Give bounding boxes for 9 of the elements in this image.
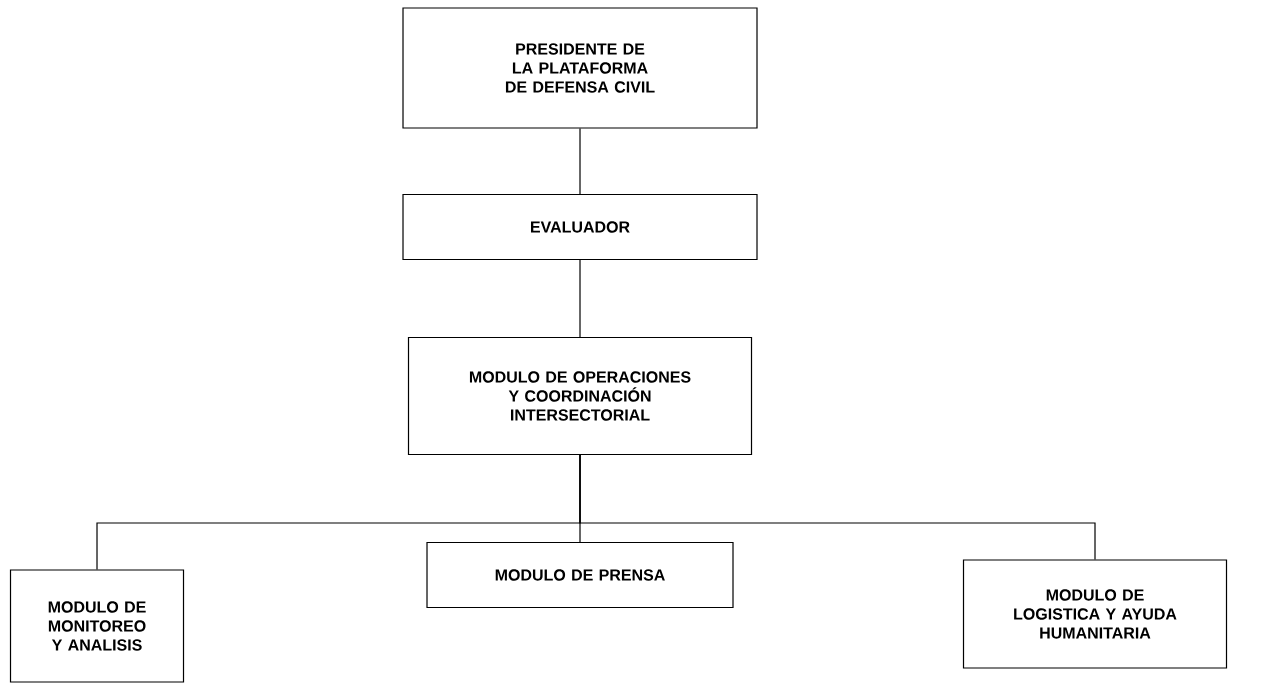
org-box: MODULO DE OPERACIONES Y COORDINACIÓN INTERSECTORIAL — [407, 336, 753, 456]
org-box: PRESIDENTE DE LA PLATAFORMA DE DEFENSA CIVIL — [402, 7, 758, 129]
connector-line — [579, 128, 581, 195]
org-box: MODULO DE PRENSA — [426, 541, 734, 609]
org-box: MODULO DE LOGISTICA Y AYUDA HUMANITARIA — [962, 559, 1228, 669]
org-box: EVALUADOR — [402, 193, 758, 261]
org-box: MODULO DE MONITOREO Y ANALISIS — [9, 569, 185, 683]
connector-line — [579, 259, 581, 338]
connector-line — [579, 454, 1096, 560]
